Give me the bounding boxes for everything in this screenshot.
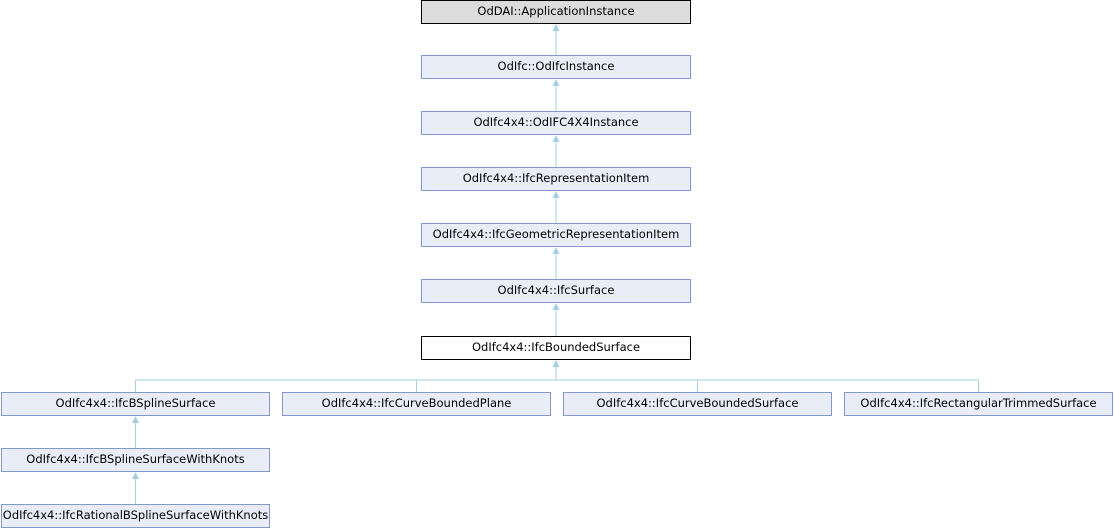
class-node-n9[interactable]: OdIfc4x4::IfcCurveBoundedSurface <box>563 392 832 416</box>
class-node-label: OdIfc4x4::IfcSurface <box>497 283 615 298</box>
class-node-label: OdIfc4x4::IfcCurveBoundedSurface <box>596 396 799 411</box>
class-node-n0[interactable]: OdDAI::ApplicationInstance <box>421 0 691 24</box>
class-node-n1[interactable]: OdIfc::OdIfcInstance <box>421 55 691 79</box>
class-node-n5[interactable]: OdIfc4x4::IfcSurface <box>421 279 691 303</box>
class-node-label: OdIfc4x4::IfcRectangularTrimmedSurface <box>860 396 1097 411</box>
class-node-label: OdIfc4x4::OdIFC4X4Instance <box>473 115 639 130</box>
inheritance-arrowhead <box>552 191 560 198</box>
class-node-label: OdIfc4x4::IfcBoundedSurface <box>471 340 641 355</box>
class-node-n8[interactable]: OdIfc4x4::IfcCurveBoundedPlane <box>282 392 551 416</box>
class-node-n10[interactable]: OdIfc4x4::IfcRectangularTrimmedSurface <box>844 392 1113 416</box>
inheritance-arrowhead <box>552 303 560 310</box>
class-node-label: OdIfc4x4::IfcCurveBoundedPlane <box>321 396 512 411</box>
class-node-n6[interactable]: OdIfc4x4::IfcBoundedSurface <box>421 336 691 360</box>
class-node-n11[interactable]: OdIfc4x4::IfcBSplineSurfaceWithKnots <box>1 448 270 472</box>
class-node-label: OdIfc4x4::IfcBSplineSurface <box>55 396 216 411</box>
class-node-n7[interactable]: OdIfc4x4::IfcBSplineSurface <box>1 392 270 416</box>
class-node-label: OdIfc4x4::IfcRepresentationItem <box>462 171 650 186</box>
inheritance-arrowhead <box>552 24 560 31</box>
inheritance-arrowhead <box>552 360 560 367</box>
class-node-label: OdIfc::OdIfcInstance <box>497 59 615 74</box>
class-node-label: OdIfc4x4::IfcBSplineSurfaceWithKnots <box>26 452 245 467</box>
inheritance-arrowhead <box>552 135 560 142</box>
inheritance-arrowhead <box>132 416 139 423</box>
inheritance-arrowhead <box>552 79 560 86</box>
class-node-n12[interactable]: OdIfc4x4::IfcRationalBSplineSurfaceWithK… <box>1 504 270 528</box>
class-node-n4[interactable]: OdIfc4x4::IfcGeometricRepresentationItem <box>421 223 691 247</box>
inheritance-arrowhead <box>132 472 139 479</box>
class-node-n2[interactable]: OdIfc4x4::OdIFC4X4Instance <box>421 111 691 135</box>
inheritance-arrowhead <box>552 247 560 254</box>
class-node-label: OdIfc4x4::IfcGeometricRepresentationItem <box>432 227 680 242</box>
class-node-label: OdIfc4x4::IfcRationalBSplineSurfaceWithK… <box>2 508 269 523</box>
class-node-n3[interactable]: OdIfc4x4::IfcRepresentationItem <box>421 167 691 191</box>
class-node-label: OdDAI::ApplicationInstance <box>477 4 635 19</box>
